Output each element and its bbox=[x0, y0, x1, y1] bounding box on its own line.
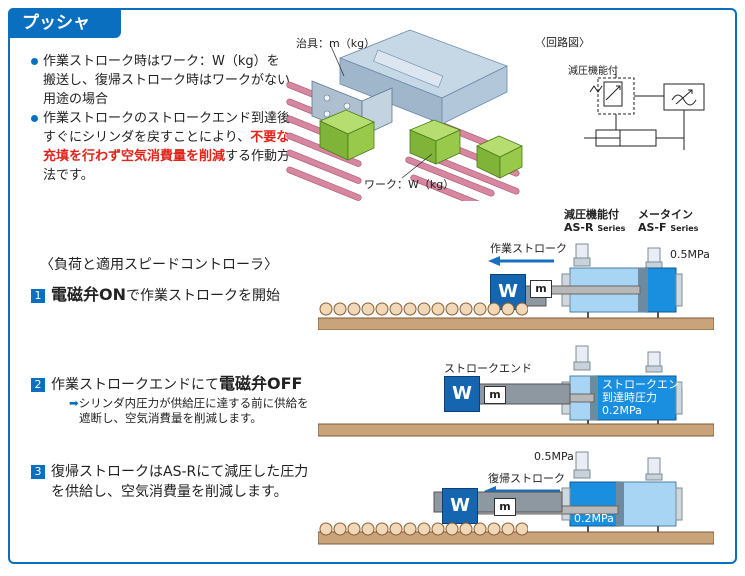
step-3-line2: を供給し、空気消費量を削減します。 bbox=[51, 484, 288, 500]
roller-row-3 bbox=[319, 522, 528, 536]
page-title: プッシャ bbox=[8, 8, 121, 38]
step-3: 3 復帰ストロークはAS-Rにて減圧した圧力 bbox=[31, 463, 308, 482]
panel-frame bbox=[8, 8, 737, 564]
jig-block-m: m bbox=[484, 386, 506, 404]
bullet-text-2-emphasis: 不要な充填を行わず空気消費量を削減 bbox=[43, 130, 290, 164]
stroke-end-pressure-text: ストロークエンド 到達時圧力 0.2MPa bbox=[602, 378, 690, 417]
supply-pressure-label: 0.5MPa bbox=[670, 248, 710, 261]
circuit-diagram bbox=[584, 70, 705, 150]
asf-label: メータイン AS-F Series bbox=[638, 208, 699, 234]
step-1-text: で作業ストロークを開始 bbox=[126, 288, 280, 304]
asr-label: 減圧機能付 AS-R Series bbox=[564, 208, 626, 234]
step-1: 1 電磁弁ONで作業ストロークを開始 bbox=[31, 285, 280, 306]
stroke-arrow-left-icon bbox=[488, 256, 554, 266]
step-2-number: 2 bbox=[31, 378, 45, 392]
diagram-work-stroke: 減圧機能付 AS-R Series メータイン AS-F Series 作業スト… bbox=[318, 208, 714, 330]
bullet-text-1: 作業ストローク時はワーク：W（kg）を搬送し、復帰ストローク時はワークがない用途… bbox=[43, 54, 291, 107]
pusher-illustration: 治具：m（kg） ワーク：W（kg） bbox=[282, 26, 527, 209]
return-stroke-label: 復帰ストローク bbox=[488, 472, 565, 485]
regulator-box bbox=[597, 77, 635, 115]
section-title: 〈負荷と適用スピードコントローラ〉 bbox=[40, 257, 278, 273]
diagram-2-svg bbox=[318, 345, 714, 437]
step-2-note-line2: 遮断し、空気消費量を削減します。 bbox=[79, 411, 262, 425]
circuit-subtitle: 減圧機能付 bbox=[568, 66, 618, 77]
circuit-title: 〈回路図〉 bbox=[535, 36, 590, 49]
stroke-end-label: ストロークエンド bbox=[444, 362, 532, 375]
diagram-stroke-end: ストロークエンド W m ストロークエンド 到達時圧力 0.2MPa bbox=[318, 340, 714, 442]
step-1-bold: 電磁弁ON bbox=[51, 285, 126, 304]
work-stroke-label: 作業ストローク bbox=[490, 242, 567, 255]
diagram-return-stroke: 0.5MPa 復帰ストローク W m 0.2MPa bbox=[318, 448, 714, 548]
jig-block-m: m bbox=[494, 498, 516, 516]
bullet-text-2b: する作動方法です。 bbox=[43, 149, 291, 183]
work-label: ワーク：W（kg） bbox=[364, 178, 455, 191]
step-2-text: 作業ストロークエンドにて bbox=[51, 377, 219, 393]
conveyor-illustration-svg bbox=[286, 29, 523, 209]
bullet-item-1: 作業ストローク時はワーク：W（kg）を搬送し、復帰ストローク時はワークがない用途… bbox=[30, 52, 292, 109]
note-arrow-icon: ➡ bbox=[69, 396, 79, 410]
roller-row-1 bbox=[319, 302, 528, 316]
work-blocks bbox=[319, 109, 523, 179]
step-3-number: 3 bbox=[31, 465, 45, 479]
step-2: 2 作業ストロークエンドにて電磁弁OFF bbox=[31, 374, 302, 395]
work-block-w: W bbox=[444, 376, 480, 412]
return-pressure-label: 0.5MPa bbox=[534, 450, 574, 463]
jig-block-m: m bbox=[530, 280, 552, 298]
step-2-note-line1: シリンダ内圧力が供給圧に達する前に供給を bbox=[78, 396, 309, 410]
step-2-bold: 電磁弁OFF bbox=[219, 374, 303, 393]
work-block-w: W bbox=[442, 488, 478, 524]
step-1-number: 1 bbox=[31, 289, 45, 303]
description-list: 作業ストローク時はワーク：W（kg）を搬送し、復帰ストローク時はワークがない用途… bbox=[30, 52, 292, 185]
bullet-text-2a: 作業ストロークのストロークエンド到達後すぐにシリンダを戻すことにより、 bbox=[43, 111, 291, 145]
step-2-note: ➡シリンダ内圧力が供給圧に達する前に供給を 遮断し、空気消費量を削減します。 bbox=[69, 396, 319, 426]
jig-label: 治具：m（kg） bbox=[296, 37, 376, 50]
return-cylinder-pressure: 0.2MPa bbox=[574, 512, 614, 525]
bullet-item-2: 作業ストロークのストロークエンド到達後すぐにシリンダを戻すことにより、不要な充填… bbox=[30, 109, 292, 185]
step-3-line1: 復帰ストロークはAS-Rにて減圧した圧力 bbox=[51, 464, 309, 480]
